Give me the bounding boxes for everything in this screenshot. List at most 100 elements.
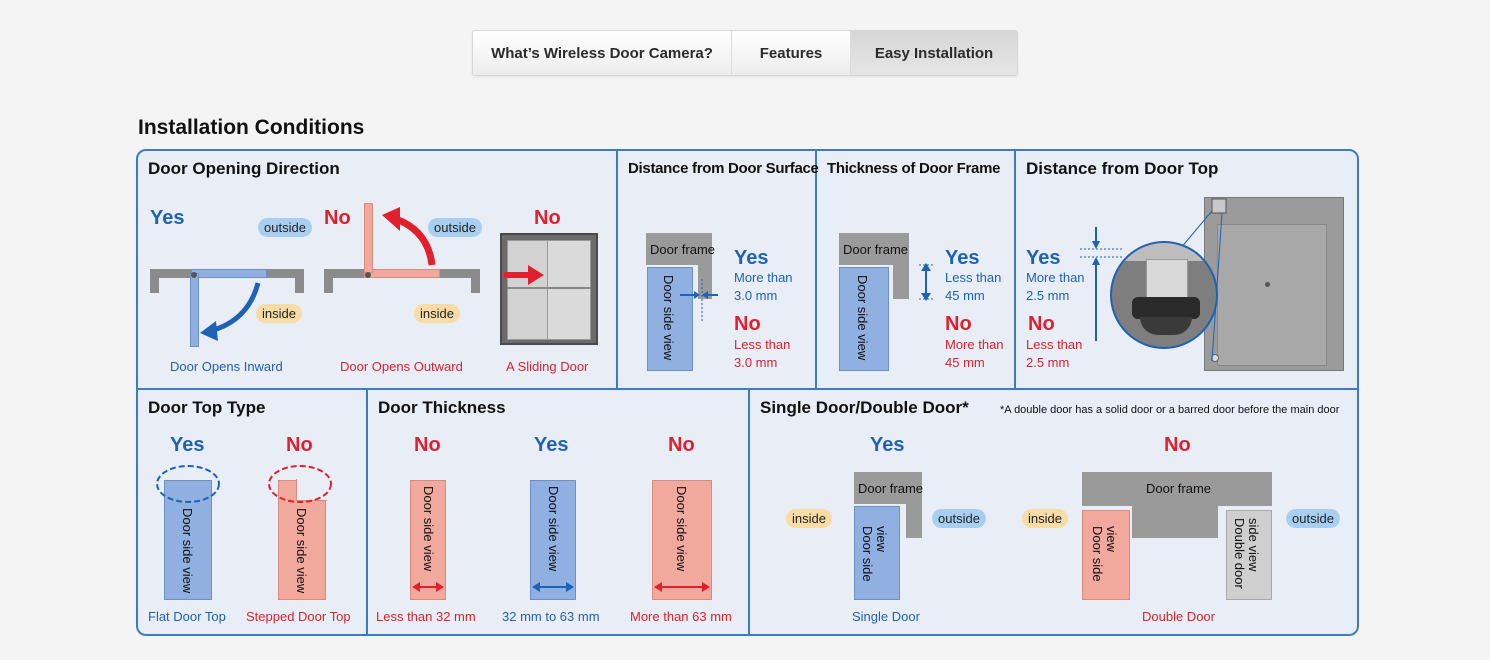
frame-label: Door frame — [858, 481, 924, 496]
verdict-no: No — [734, 313, 761, 335]
caption: Less than 32 mm — [376, 609, 476, 624]
panel-thickness-of-door-frame: Thickness of Door Frame Door frame Door … — [817, 151, 1014, 388]
door-frame-block — [906, 472, 922, 538]
caption: Single Door — [852, 609, 920, 624]
thin-door-side-view — [410, 480, 446, 600]
verdict-no: No — [1028, 313, 1055, 335]
page-title: Installation Conditions — [138, 116, 365, 139]
side-label: Door side view — [661, 275, 676, 361]
door-frame-block — [893, 233, 909, 299]
no-text: Less than — [1026, 337, 1083, 352]
side-label: Double door — [1232, 518, 1247, 589]
side-label: Door side view — [421, 486, 436, 572]
frame-label: Door frame — [843, 242, 909, 257]
door-side-view — [1082, 510, 1130, 600]
top-highlight-icon — [156, 465, 332, 503]
door-frame — [471, 269, 480, 293]
yes-text: 3.0 mm — [734, 288, 778, 303]
inside-bubble: inside — [414, 304, 460, 323]
side-label: Door side view — [294, 508, 309, 594]
inside-bubble: inside — [786, 509, 832, 528]
camera-closeup-image — [1110, 241, 1218, 349]
divider — [616, 151, 618, 388]
side-label: view — [874, 526, 889, 553]
side-label: view — [1104, 526, 1119, 553]
panel-distance-from-door-surface: Distance from Door Surface Door frame Do… — [618, 151, 819, 388]
panel-title: Distance from Door Surface — [628, 160, 819, 177]
caption: Door Opens Outward — [340, 359, 463, 374]
caption: More than 63 mm — [630, 609, 732, 624]
outward-arrow-icon — [365, 207, 436, 278]
side-label: Door side view — [180, 508, 195, 594]
verdict-yes: Yes — [170, 434, 205, 456]
inside-bubble: inside — [256, 304, 302, 323]
verdict-yes: Yes — [150, 207, 185, 229]
divider — [1014, 151, 1016, 388]
verdict-no: No — [1164, 434, 1191, 456]
panel-title: Distance from Door Top — [1026, 159, 1219, 178]
panel-title: Door Top Type — [148, 398, 266, 417]
tab-bar: What’s Wireless Door Camera? Features Ea… — [472, 30, 1018, 76]
verdict-no: No — [945, 313, 972, 335]
verdict-yes: Yes — [534, 434, 569, 456]
outside-bubble: outside — [258, 218, 312, 237]
door-frame-block — [698, 233, 712, 299]
gap-arrow-icon — [680, 279, 718, 321]
verdict-no: No — [324, 207, 351, 229]
no-text: Less than — [734, 337, 791, 352]
side-label: side view — [1246, 518, 1261, 572]
footnote: *A double door has a solid door or a bar… — [1000, 404, 1340, 416]
sliding-door-image — [500, 233, 598, 345]
caption: Flat Door Top — [148, 609, 226, 624]
panel-title: Thickness of Door Frame — [827, 160, 1001, 177]
frame-label: Door frame — [650, 242, 716, 257]
outside-bubble: outside — [1286, 509, 1340, 528]
yes-text: 2.5 mm — [1026, 288, 1070, 303]
door-panel — [364, 269, 440, 278]
width-arrows-icon — [412, 582, 710, 592]
divider — [748, 388, 750, 634]
panel-title: Single Door/Double Door* — [760, 398, 969, 417]
panel-door-top-type: Door Top Type Yes No Door side view Door… — [138, 390, 366, 634]
verdict-yes: Yes — [1026, 247, 1061, 269]
door-frame — [324, 269, 333, 293]
verdict-no: No — [534, 207, 561, 229]
ok-door-side-view — [530, 480, 576, 600]
top-gap-arrow-icon — [1080, 227, 1124, 341]
no-text: 2.5 mm — [1026, 355, 1070, 370]
tab-features[interactable]: Features — [732, 31, 851, 75]
caption: Door Opens Inward — [170, 359, 283, 374]
tab-easy-installation[interactable]: Easy Installation — [851, 31, 1017, 75]
door-side-view — [839, 267, 889, 371]
door-side-view — [647, 267, 693, 371]
caption: A Sliding Door — [506, 359, 589, 374]
no-text: 3.0 mm — [734, 355, 778, 370]
outside-bubble: outside — [932, 509, 986, 528]
outside-bubble: outside — [428, 218, 482, 237]
double-door-side-view — [1226, 510, 1272, 600]
side-label: Door side — [1090, 526, 1105, 582]
door-image — [1204, 197, 1344, 371]
panel-title: Door Opening Direction — [148, 159, 340, 178]
door-frame — [150, 269, 159, 293]
thickness-arrow-icon — [919, 263, 933, 301]
no-text: More than — [945, 337, 1004, 352]
tab-whats-wireless-door-camera[interactable]: What’s Wireless Door Camera? — [473, 31, 732, 75]
thick-door-side-view — [652, 480, 712, 600]
caption: 32 mm to 63 mm — [502, 609, 600, 624]
yes-text: 45 mm — [945, 288, 985, 303]
verdict-no: No — [286, 434, 313, 456]
panel-title: Door Thickness — [378, 398, 506, 417]
verdict-no: No — [668, 434, 695, 456]
yes-text: More than — [1026, 270, 1085, 285]
verdict-yes: Yes — [870, 434, 905, 456]
installation-conditions-diagram: Door Opening Direction Yes outside insid… — [136, 149, 1359, 636]
panel-distance-from-door-top: Distance from Door Top Yes More tha — [1016, 151, 1357, 388]
panel-door-thickness: Door Thickness No Door side view Yes Doo… — [368, 390, 748, 634]
divider — [366, 388, 368, 634]
door-frame — [295, 269, 304, 293]
verdict-no: No — [414, 434, 441, 456]
side-label: Door side — [860, 526, 875, 582]
caption: Double Door — [1142, 609, 1215, 624]
yes-text: More than — [734, 270, 793, 285]
